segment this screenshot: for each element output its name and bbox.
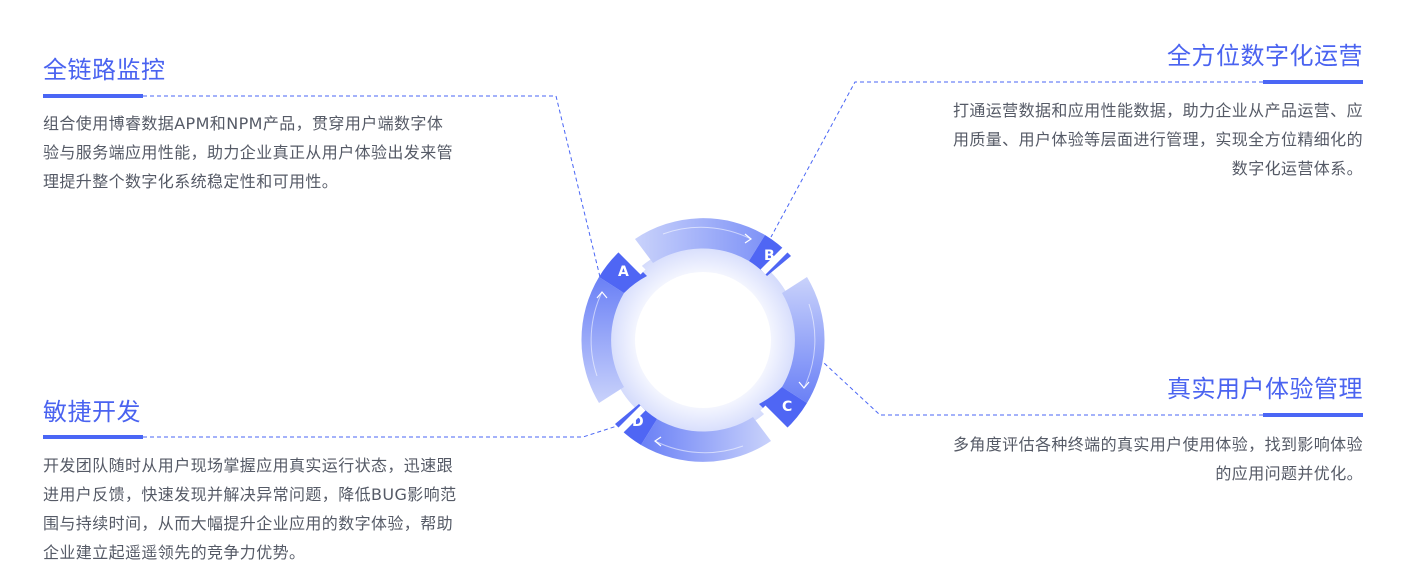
description-line: 组合使用博睿数据APM和NPM产品，贯穿用户端数字体 bbox=[43, 114, 444, 133]
section-full-link-monitoring: 全链路监控 bbox=[43, 54, 166, 86]
ring-segment-left bbox=[581, 277, 624, 403]
description-line: 企业建立起遥遥领先的竞争力优势。 bbox=[43, 543, 306, 562]
ring-marker-b: B bbox=[764, 248, 775, 264]
description-line: 理提升整个数字化系统稳定性和可用性。 bbox=[43, 172, 339, 191]
description-line: 用质量、用户体验等层面进行管理，实现全方位精细化的 bbox=[952, 130, 1363, 149]
description-line: 数字化运营体系。 bbox=[1231, 159, 1363, 178]
section-title: 真实用户体验管理 bbox=[1167, 375, 1363, 403]
title-underline bbox=[43, 435, 143, 439]
ring-marker-a: A bbox=[618, 264, 629, 280]
description-line: 进用户反馈，快速发现并解决异常问题，降低BUG影响范 bbox=[43, 485, 457, 504]
arrow-icon bbox=[653, 436, 662, 447]
section-description: 多角度评估各种终端的真实用户使用体验，找到影响体验 的应用问题并优化。 bbox=[843, 430, 1363, 488]
section-description: 开发团队随时从用户现场掌握应用真实运行状态，迅速跟 进用户反馈，快速发现并解决异… bbox=[43, 451, 543, 567]
section-title: 全链路监控 bbox=[43, 56, 166, 84]
section-real-user-experience: 真实用户体验管理 bbox=[1167, 373, 1363, 405]
ring-cap-d bbox=[615, 404, 657, 445]
description-line: 的应用问题并优化。 bbox=[1215, 464, 1363, 483]
connector-a bbox=[143, 95, 601, 278]
title-underline bbox=[1263, 80, 1363, 84]
ring-segment-bottom bbox=[641, 417, 771, 462]
arrow-icons bbox=[596, 233, 810, 447]
ring-segment-top bbox=[635, 218, 765, 263]
section-description: 组合使用博睿数据APM和NPM产品，贯穿用户端数字体 验与服务端应用性能，助力企… bbox=[43, 109, 543, 196]
ring-cap-b bbox=[749, 235, 791, 276]
section-omni-digital-operations: 全方位数字化运营 bbox=[1167, 40, 1363, 72]
ring-cap-a bbox=[599, 250, 647, 293]
arrow-icon bbox=[798, 381, 810, 389]
section-agile-development: 敏捷开发 bbox=[43, 396, 141, 428]
section-title: 全方位数字化运营 bbox=[1167, 42, 1363, 70]
title-underline bbox=[1263, 413, 1363, 417]
arrow-icon bbox=[744, 233, 753, 244]
description-line: 开发团队随时从用户现场掌握应用真实运行状态，迅速跟 bbox=[43, 456, 454, 475]
connector-lines bbox=[143, 81, 1263, 438]
connector-d bbox=[143, 424, 621, 438]
ring-marker-c: C bbox=[782, 399, 792, 415]
section-title: 敏捷开发 bbox=[43, 398, 141, 426]
description-line: 多角度评估各种终端的真实用户使用体验，找到影响体验 bbox=[952, 435, 1363, 454]
description-line: 验与服务端应用性能，助力企业真正从用户体验出发来管 bbox=[43, 143, 454, 162]
connector-b bbox=[770, 81, 1263, 238]
arrow-icon bbox=[596, 291, 608, 299]
description-line: 围与持续时间，从而大幅提升企业应用的数字体验，帮助 bbox=[43, 514, 454, 533]
ring-marker-d: D bbox=[632, 414, 644, 430]
ring: A B C D bbox=[581, 218, 825, 462]
title-underline bbox=[43, 94, 143, 98]
ring-cap-c bbox=[759, 387, 807, 430]
description-line: 打通运营数据和应用性能数据，助力企业从产品运营、应 bbox=[952, 101, 1363, 120]
section-description: 打通运营数据和应用性能数据，助力企业从产品运营、应 用质量、用户体验等层面进行管… bbox=[843, 96, 1363, 183]
connector-c bbox=[823, 362, 1263, 416]
ring-segment-right bbox=[782, 277, 825, 403]
